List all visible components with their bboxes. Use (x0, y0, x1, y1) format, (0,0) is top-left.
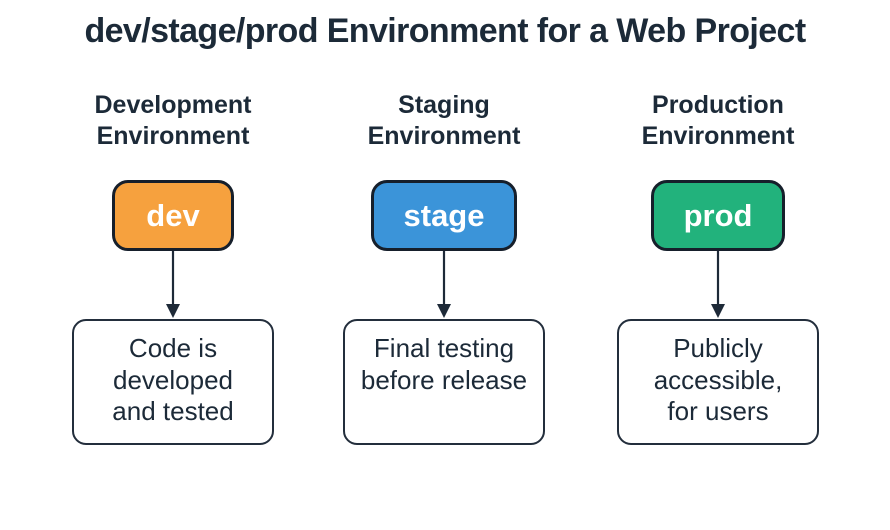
flow-arrow-prod (711, 251, 725, 318)
column-prod: Production Environment prod Publicly acc… (617, 90, 819, 445)
env-node-dev: dev (112, 180, 234, 251)
env-node-prod: prod (650, 180, 786, 251)
env-node-stage: stage (370, 180, 518, 251)
description-box-dev: Code is developed and tested (72, 319, 274, 445)
description-box-stage: Final testing before release (343, 319, 545, 445)
column-header-prod: Production Environment (641, 91, 795, 150)
flow-arrow-stage (437, 251, 451, 318)
column-header-stage: Staging Environment (367, 91, 521, 150)
column-stage: Staging Environment stage Final testing … (343, 90, 545, 445)
description-box-prod: Publicly accessible, for users (617, 319, 819, 445)
page-title: dev/stage/prod Environment for a Web Pro… (84, 12, 806, 50)
column-dev: Development Environment dev Code is deve… (72, 90, 274, 445)
column-header-dev: Development Environment (94, 91, 252, 150)
flow-arrow-dev (166, 251, 180, 318)
